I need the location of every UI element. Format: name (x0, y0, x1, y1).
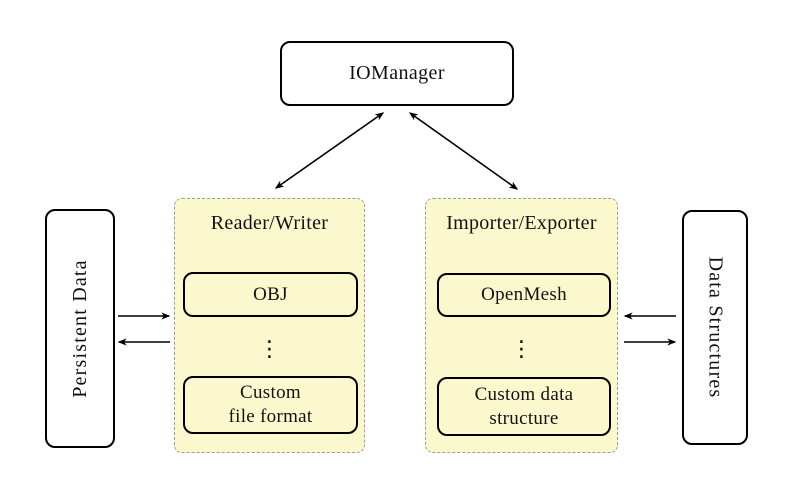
ellipsis-glyph: ⋮ (258, 336, 281, 362)
node-custom-data-structure-line1: Custom data (474, 383, 574, 405)
edge-iomanager-reader-writer (274, 112, 385, 189)
vertical-ellipsis: ⋮ (175, 329, 364, 369)
group-reader-writer: Reader/Writer OBJ ⋮ Custom file format (174, 198, 365, 453)
node-data-structures-label: Data Structures (704, 256, 727, 399)
node-persistent-data-label: Persistent Data (68, 259, 91, 398)
node-custom-file-format-line1: Custom (240, 382, 301, 404)
node-obj-label: OBJ (253, 283, 288, 305)
edge-iomanager-importer-exporter (408, 112, 519, 190)
node-custom-file-format: Custom file format (183, 376, 358, 434)
ellipsis-glyph: ⋮ (510, 336, 533, 362)
group-importer-exporter: Importer/Exporter OpenMesh ⋮ Custom data… (425, 198, 618, 453)
node-iomanager-label: IOManager (349, 62, 445, 84)
group-importer-exporter-title: Importer/Exporter (446, 212, 597, 234)
node-data-structures: Data Structures (682, 210, 748, 445)
node-custom-data-structure: Custom data structure (437, 377, 611, 436)
node-persistent-data: Persistent Data (45, 209, 115, 448)
node-custom-file-format-line2: file format (228, 406, 313, 427)
node-openmesh: OpenMesh (437, 273, 611, 317)
node-custom-data-structure-line2: structure (489, 407, 559, 429)
node-iomanager: IOManager (280, 41, 514, 106)
group-reader-writer-title: Reader/Writer (210, 212, 329, 234)
vertical-ellipsis: ⋮ (426, 329, 617, 369)
node-obj: OBJ (183, 272, 358, 317)
node-openmesh-label: OpenMesh (481, 284, 567, 306)
